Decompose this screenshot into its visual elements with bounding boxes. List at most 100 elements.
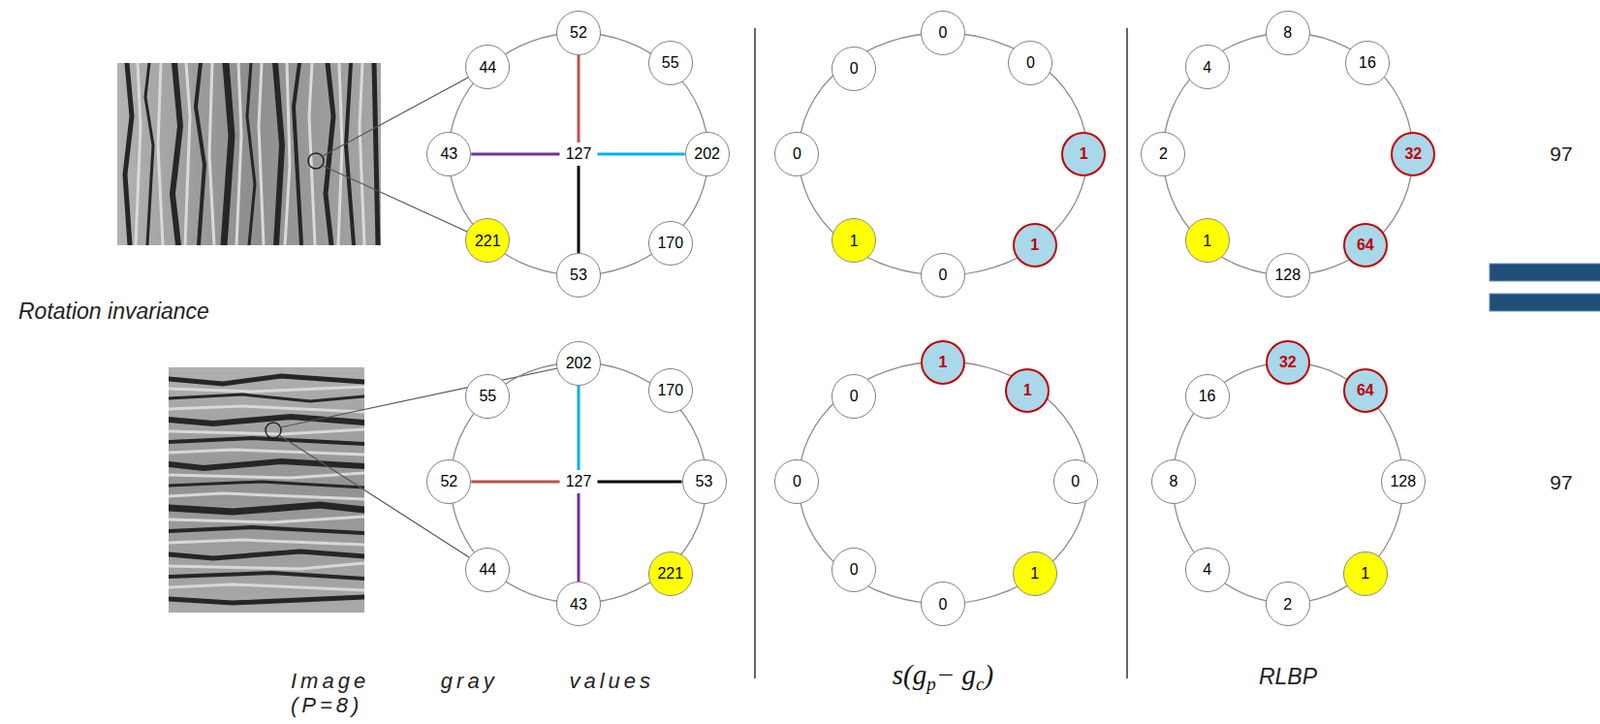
neighbor-circle: 44 [465, 547, 510, 593]
node-value: 0 [938, 266, 947, 284]
connector-line [577, 165, 581, 253]
neighbor-circle: 32 [1390, 131, 1436, 177]
node-value: 0 [849, 387, 859, 406]
neighbor-circle: 16 [1345, 40, 1390, 86]
node-value: 1 [1360, 564, 1370, 583]
neighbor-circle: 0 [920, 252, 966, 298]
connector-line [470, 479, 560, 483]
node-value: 16 [1198, 387, 1217, 406]
node-value: 221 [474, 232, 502, 251]
neighbor-circle: 1 [1185, 218, 1230, 263]
neighbor-circle: 202 [685, 131, 730, 177]
node-value: 52 [569, 24, 588, 42]
connector [578, 493, 580, 582]
bark-texture [168, 367, 365, 613]
connector [597, 480, 683, 482]
code-value: 97 [1549, 142, 1572, 166]
node-value: 1 [849, 232, 859, 251]
neighbor-circle: 0 [1053, 459, 1099, 504]
neighbor-circle: 8 [1151, 459, 1196, 504]
formula-part: − g [936, 658, 976, 691]
node-value: 1 [1030, 236, 1039, 254]
sample-circle [308, 153, 324, 169]
node-value: 127 [565, 472, 593, 491]
node-value: 43 [439, 145, 458, 163]
node-value: 0 [938, 596, 947, 614]
node-value: 55 [478, 387, 497, 406]
node-value: 4 [1202, 59, 1212, 77]
neighbor-circle: 52 [556, 10, 601, 56]
neighbor-circle: 55 [465, 374, 510, 419]
node-value: 2 [1159, 145, 1168, 163]
neighbor-circle: 170 [648, 220, 693, 266]
neighbor-circle: 4 [1185, 44, 1230, 90]
connector-line [597, 479, 683, 483]
node-value: 0 [1070, 472, 1080, 491]
neighbor-circle: 202 [556, 341, 601, 386]
neighbor-circle: 1 [1343, 551, 1388, 597]
node-value: 1 [1023, 381, 1033, 400]
neighbor-circle: 128 [1265, 252, 1311, 298]
connector-line [577, 493, 581, 582]
connector [470, 480, 560, 482]
neighbor-circle: 0 [920, 581, 966, 627]
column-caption: RLBP [1258, 663, 1318, 690]
neighbor-circle: 0 [831, 547, 877, 593]
connector [578, 385, 580, 471]
neighbor-circle: 1 [831, 218, 877, 263]
node-value: 1 [1079, 145, 1089, 163]
node-value: 202 [565, 354, 593, 373]
node-value: 0 [849, 561, 859, 579]
node-value: 221 [657, 564, 684, 583]
node-value: 128 [1389, 472, 1416, 491]
neighbor-circle: 52 [426, 459, 471, 504]
neighbor-circle: 128 [1380, 459, 1426, 504]
neighbor-circle: 221 [465, 218, 510, 263]
node-value: 0 [938, 24, 947, 42]
center-pixel: 127 [561, 470, 597, 493]
connector-line [470, 152, 560, 156]
neighbor-circle: 0 [774, 459, 819, 504]
neighbor-circle: 64 [1343, 368, 1388, 413]
node-value: 53 [569, 266, 588, 284]
center-pixel: 127 [561, 143, 597, 165]
neighbor-circle: 4 [1185, 547, 1230, 593]
neighbor-circle: 64 [1343, 222, 1388, 268]
node-value: 0 [792, 472, 802, 491]
node-value: 2 [1283, 596, 1292, 614]
neighbor-circle: 43 [556, 581, 601, 627]
node-value: 202 [693, 145, 721, 163]
connector [597, 153, 686, 155]
neighbor-circle: 1 [1012, 551, 1058, 597]
neighbor-circle: 32 [1265, 340, 1311, 385]
neighbor-circle: 1 [1012, 222, 1058, 268]
bark-texture [117, 62, 381, 246]
connector [578, 55, 580, 143]
node-value: 1 [1202, 232, 1212, 251]
code-value: 97 [1549, 470, 1572, 495]
node-value: 64 [1356, 236, 1375, 254]
node-value: 8 [1283, 24, 1292, 42]
node-value: 55 [661, 54, 680, 72]
neighbor-circle: 221 [648, 551, 693, 597]
neighbor-circle: 53 [682, 459, 727, 504]
subscript: c [975, 673, 984, 694]
connector-line [577, 55, 581, 143]
node-value: 170 [657, 234, 684, 252]
neighbor-circle: 1 [1061, 131, 1106, 177]
neighbor-circle: 2 [1140, 131, 1186, 177]
connector [578, 165, 580, 253]
node-value: 0 [1026, 54, 1036, 72]
neighbor-circle: 0 [831, 374, 877, 419]
node-value: 32 [1279, 353, 1297, 372]
leader-line [279, 77, 558, 558]
formula: s(gp− gc) [892, 658, 994, 696]
neighbor-circle: 0 [831, 46, 877, 92]
sample-circle [265, 422, 282, 439]
neighbor-circle: 0 [920, 10, 966, 56]
connector [470, 153, 560, 155]
node-value: 1 [938, 353, 947, 372]
